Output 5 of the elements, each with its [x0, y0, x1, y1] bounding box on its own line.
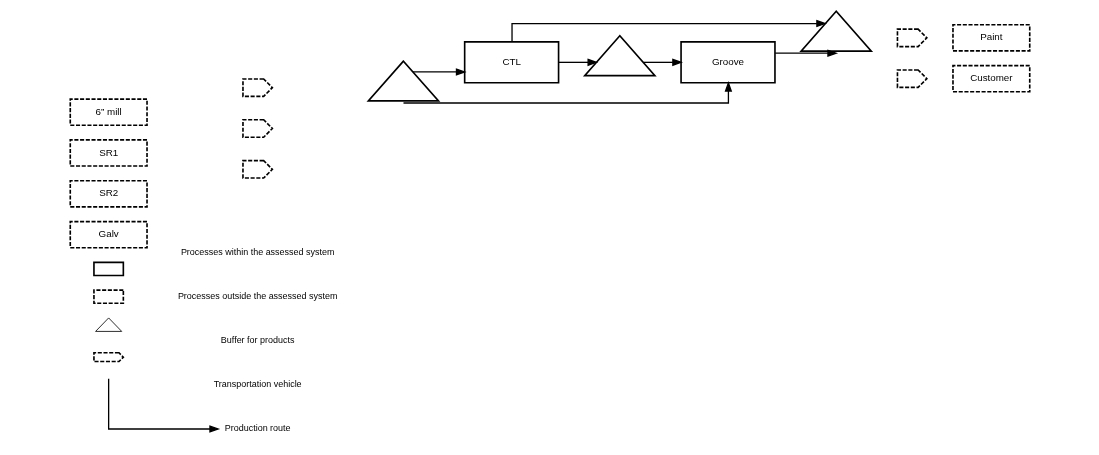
legend-label: Transportation vehicle: [213, 379, 302, 390]
legend-label: Production route: [224, 423, 291, 434]
legend-label: Processes outside the assessed system: [177, 290, 337, 301]
legend-label: Buffer for products: [220, 335, 294, 346]
legend-label: Processes within the assessed system: [180, 246, 334, 257]
